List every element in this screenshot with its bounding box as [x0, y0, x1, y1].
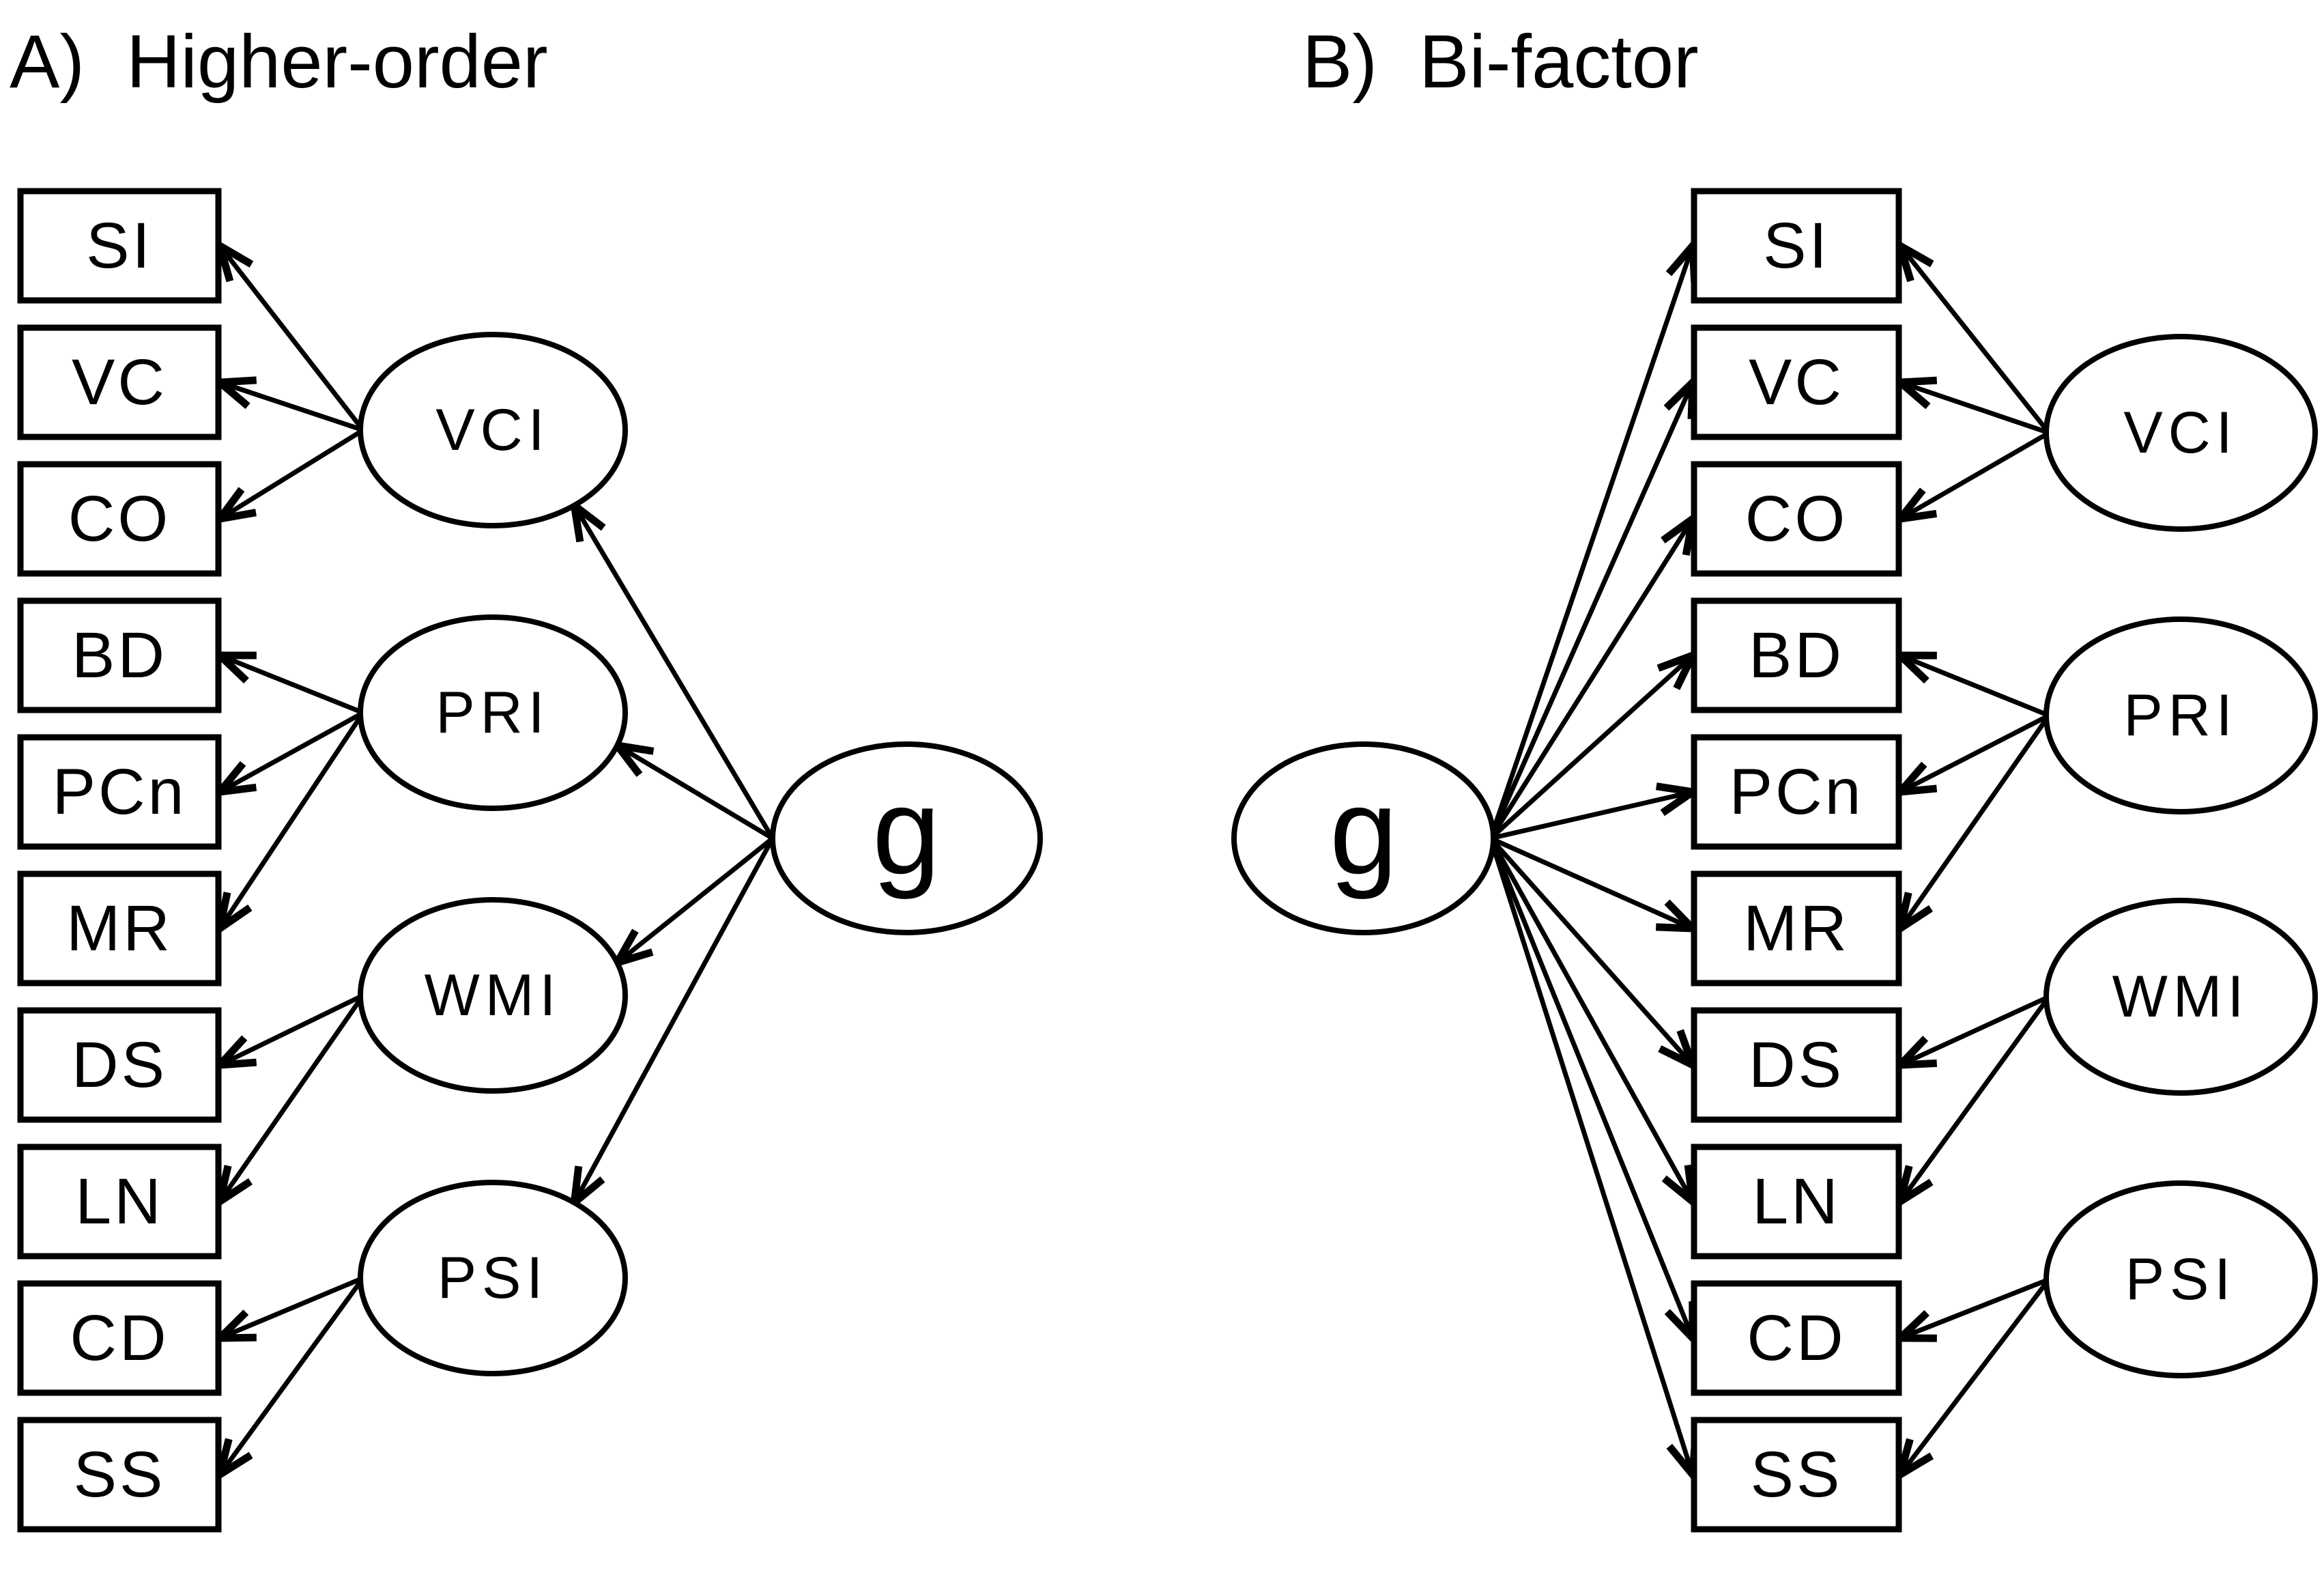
panel-b-title: B) Bi-factor — [1302, 20, 1699, 104]
factor-label-PSI-B: PSI — [2125, 1247, 2237, 1312]
indicator-box-CO-A — [17, 461, 222, 577]
indicator-box-PCn-A — [17, 734, 222, 850]
indicator-label-VC-B: VC — [1749, 346, 1844, 418]
indicator-box-BD-A — [17, 597, 222, 713]
edge-g-CO-B — [1489, 519, 1693, 840]
edge-g-DS-B — [1489, 836, 1693, 1065]
indicator-box-CO-B — [1691, 461, 1902, 577]
indicator-box-CD-A — [17, 1280, 222, 1396]
edge-g-SS-B — [1488, 837, 1693, 1475]
indicator-label-PCn-A: PCn — [53, 756, 187, 828]
g-ellipse-B — [1231, 741, 1496, 935]
edge-PRI-MR-B — [1900, 713, 2051, 928]
indicator-label-MR-B: MR — [1743, 892, 1850, 965]
factor-ellipse-PRI-B — [2043, 616, 2318, 814]
edge-VCI-CO-A — [220, 428, 364, 519]
indicator-box-MR-A — [17, 870, 222, 987]
indicator-box-MR-B — [1691, 870, 1902, 987]
edge-VCI-VC-A — [220, 382, 364, 433]
factor-label-WMI-A: WMI — [425, 963, 562, 1028]
edge-PRI-BD-A — [220, 655, 364, 715]
factor-ellipse-PSI-A — [358, 1180, 628, 1376]
panel-a-title: A) Higher-order — [10, 20, 548, 104]
factor-label-WMI-B: WMI — [2112, 964, 2250, 1030]
indicator-box-DS-A — [17, 1007, 222, 1123]
edge-WMI-DS-A — [220, 993, 364, 1065]
indicator-label-CO-A: CO — [68, 483, 171, 555]
indicator-label-LN-A: LN — [75, 1165, 163, 1238]
edge-PSI-CD-A — [220, 1275, 364, 1338]
edge-VCI-SI-A — [220, 246, 365, 432]
indicator-label-VC-A: VC — [72, 346, 167, 418]
indicator-box-VC-B — [1691, 324, 1902, 440]
indicator-label-PCn-B: PCn — [1730, 756, 1864, 828]
g-label-B: g — [1330, 763, 1398, 900]
indicator-box-DS-B — [1691, 1007, 1902, 1123]
indicator-label-SI-A: SI — [86, 210, 153, 282]
indicator-label-LN-B: LN — [1752, 1165, 1840, 1238]
factor-label-PSI-A: PSI — [437, 1245, 549, 1311]
edge-g-VC-B — [1488, 382, 1693, 840]
indicator-box-SI-B — [1691, 188, 1902, 304]
indicator-label-CO-B: CO — [1745, 483, 1848, 555]
edge-VCI-CO-B — [1900, 430, 2050, 519]
edge-VCI-SI-B — [1900, 246, 2051, 435]
factor-ellipse-WMI-A — [358, 897, 628, 1094]
indicator-box-PCn-B — [1691, 734, 1902, 850]
indicator-box-BD-B — [1691, 597, 1902, 713]
factor-ellipse-PSI-B — [2043, 1180, 2318, 1378]
edge-WMI-LN-A — [220, 994, 365, 1202]
factor-ellipse-WMI-B — [2043, 898, 2318, 1096]
indicator-label-SS-A: SS — [74, 1438, 166, 1511]
g-label-A: g — [872, 763, 941, 900]
indicator-label-BD-B: BD — [1749, 619, 1844, 692]
edge-g-PCn-B — [1490, 792, 1693, 841]
edge-g-LN-B — [1488, 837, 1693, 1202]
factor-ellipse-PRI-A — [358, 614, 628, 811]
indicator-box-SI-A — [17, 188, 222, 304]
indicator-box-SS-A — [17, 1417, 222, 1533]
edge-WMI-LN-B — [1900, 995, 2051, 1202]
indicator-box-LN-B — [1691, 1144, 1902, 1260]
indicator-label-DS-A: DS — [72, 1029, 167, 1101]
factor-ellipse-VCI-A — [358, 332, 628, 528]
factor-label-PRI-A: PRI — [435, 680, 549, 746]
edge-g-SI-B — [1488, 246, 1693, 840]
edge-PRI-BD-B — [1900, 655, 2050, 718]
indicator-label-MR-A: MR — [66, 892, 173, 965]
factor-label-VCI-B: VCI — [2123, 400, 2237, 466]
indicator-box-SS-B — [1691, 1417, 1902, 1533]
factor-ellipse-VCI-B — [2043, 334, 2318, 532]
indicator-label-CD-A: CD — [70, 1302, 169, 1374]
factor-label-PRI-B: PRI — [2123, 683, 2237, 748]
edge-g-CD-B — [1488, 837, 1693, 1338]
edge-g-PSI-A — [574, 837, 775, 1203]
edge-g-WMI-A — [617, 836, 775, 963]
edge-PRI-PCn-B — [1900, 713, 2050, 792]
indicator-label-DS-B: DS — [1749, 1029, 1844, 1101]
edge-PRI-PCn-A — [220, 710, 364, 792]
edge-PRI-MR-A — [220, 711, 365, 928]
indicator-label-CD-B: CD — [1747, 1302, 1846, 1374]
edge-PSI-CD-B — [1900, 1277, 2050, 1338]
edge-PSI-SS-B — [1900, 1277, 2051, 1475]
indicator-box-CD-B — [1691, 1280, 1902, 1396]
indicator-box-VC-A — [17, 324, 222, 440]
indicator-label-BD-A: BD — [72, 619, 167, 692]
edge-PSI-SS-A — [220, 1276, 365, 1475]
indicator-label-SS-B: SS — [1751, 1438, 1843, 1511]
edge-g-PRI-A — [617, 746, 774, 841]
edge-g-BD-B — [1489, 655, 1693, 840]
edge-g-MR-B — [1489, 836, 1693, 928]
edge-VCI-VC-B — [1900, 382, 2050, 436]
edge-WMI-DS-B — [1900, 994, 2050, 1065]
factor-label-VCI-A: VCI — [435, 397, 549, 463]
edge-g-VCI-A — [574, 505, 775, 840]
indicator-box-LN-A — [17, 1144, 222, 1260]
indicator-label-SI-B: SI — [1763, 210, 1830, 282]
g-ellipse-A — [770, 741, 1043, 935]
